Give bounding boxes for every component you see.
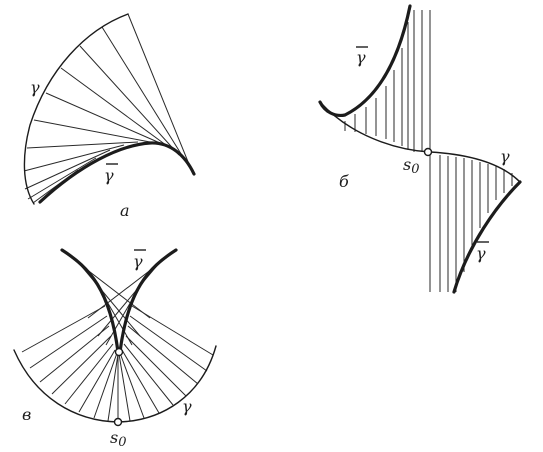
panel-c-cusp-point [114,347,124,357]
panel-a-caption: а [120,201,130,220]
panel-a-curve-label: γ [30,78,40,97]
panel-c-evolute-label: γ [133,252,143,271]
panel-a-curve [23,13,129,205]
panel-b: s0 γ γ γ б [318,4,522,294]
panel-c-point-label: s0 [110,428,127,450]
panel-c-curve-label: γ [182,397,192,416]
panel-b-point-s0 [423,147,433,157]
panel-b-evolute-top [318,4,412,118]
panel-a-evolute [38,141,196,204]
panel-c-evolute-left [60,248,120,354]
panel-c-evolute-right [118,248,178,354]
panel-c-caption: в [22,405,31,424]
panel-a-normals [23,13,194,204]
panel-b-caption: б [339,172,349,191]
panel-b-point-label: s0 [403,155,420,177]
panel-b-curve-label: γ [500,147,510,166]
panel-a-evolute-label: γ [104,166,114,185]
panel-a: γ γ а [23,13,196,220]
panel-c: s0 γ γ в [13,248,217,450]
panel-b-evolute-bottom-label: γ [476,244,486,263]
panel-c-point-s0 [113,417,123,427]
panel-b-evolute-bottom [452,180,522,294]
panel-b-evolute-top-label: γ [356,48,366,67]
